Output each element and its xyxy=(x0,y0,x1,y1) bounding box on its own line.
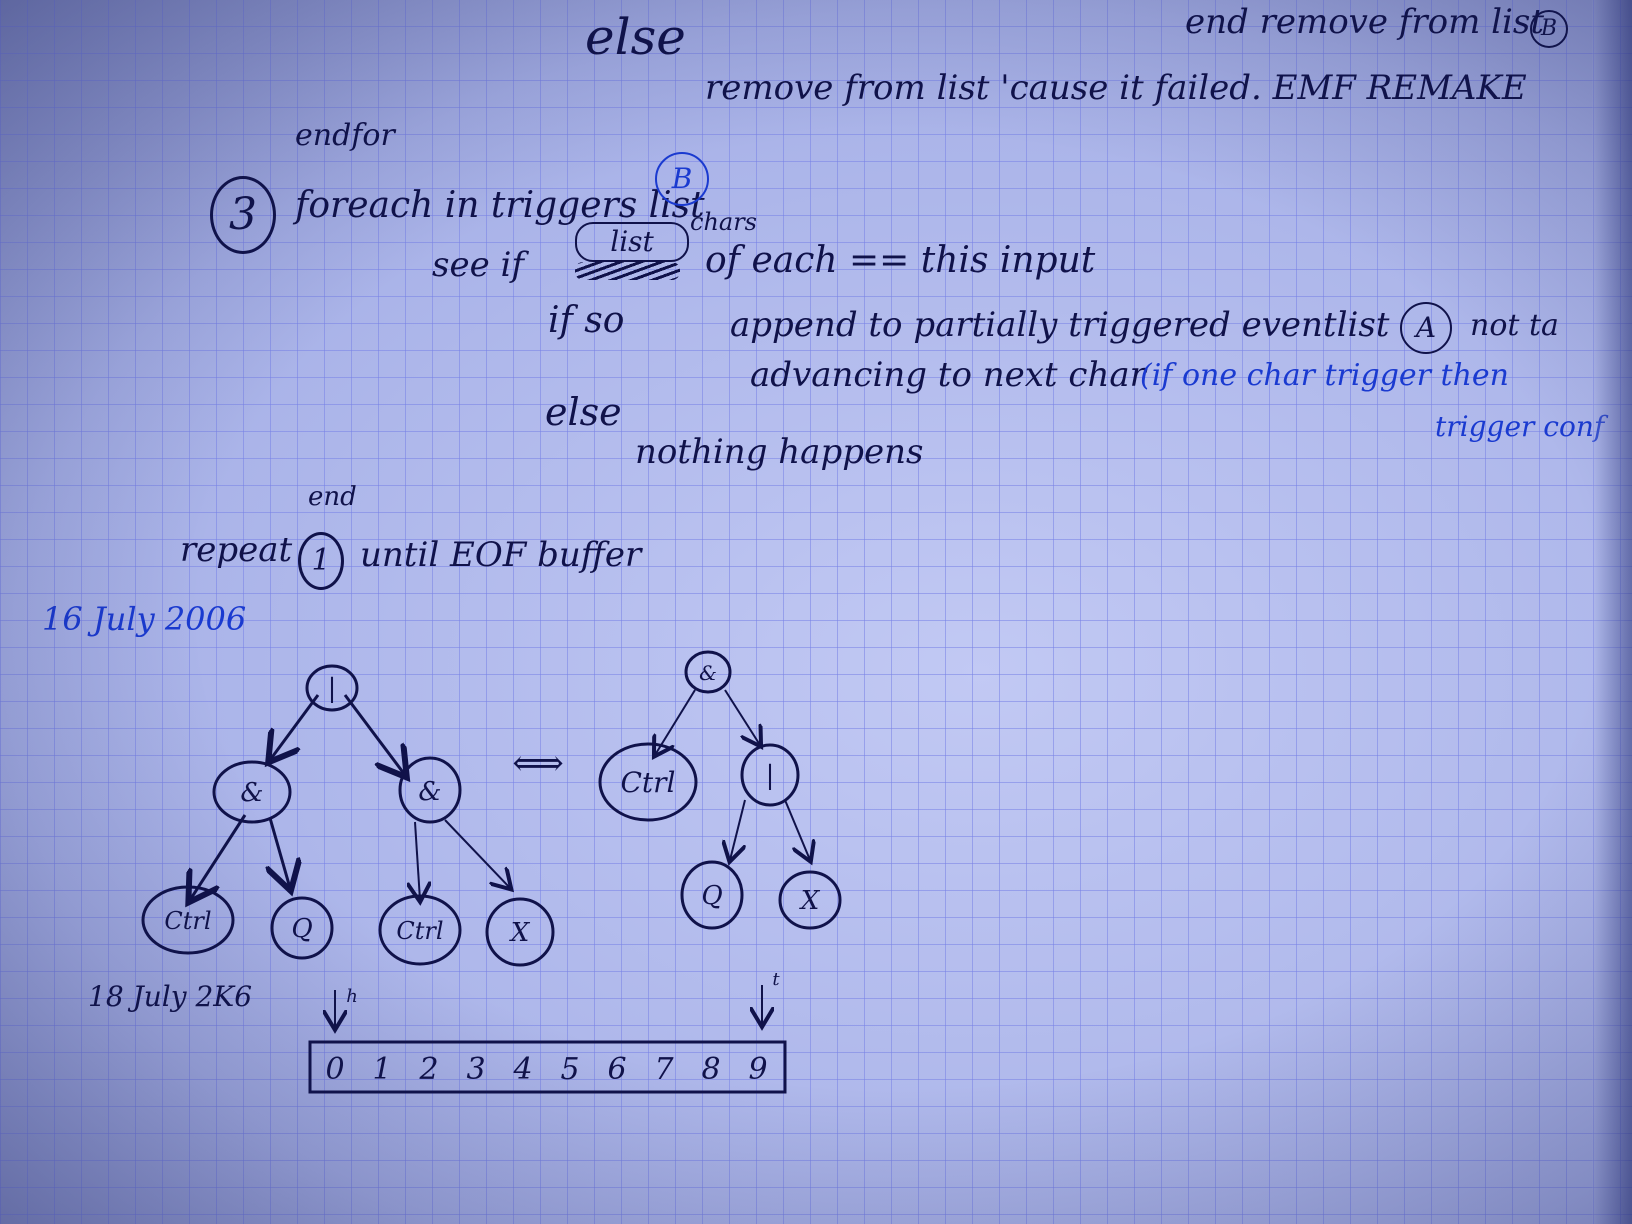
note-nothing-line: nothing happens xyxy=(635,432,924,472)
node-l-lr xyxy=(270,896,334,960)
label-r-root: & xyxy=(699,661,717,685)
node-r-root xyxy=(684,650,732,694)
buffer-cell-3: 3 xyxy=(466,1052,485,1087)
edge-r-right-x xyxy=(784,799,810,860)
page-edge-shadow xyxy=(1592,0,1632,1224)
note-remove-line: remove from list 'cause it failed. EMF R… xyxy=(705,68,1527,108)
note-if-so: if so xyxy=(548,300,625,341)
edge-root-right xyxy=(343,694,405,775)
equivalence-symbol: ⟺ xyxy=(512,743,564,784)
note-of-each-line: of each == this input xyxy=(705,240,1096,281)
buffer-cell-4: 4 xyxy=(512,1052,532,1087)
buffer-cell-6: 6 xyxy=(607,1052,626,1087)
note-list-word: list xyxy=(575,222,689,262)
node-l-rr xyxy=(485,897,555,967)
label-l-rl: Ctrl xyxy=(396,917,443,945)
edge-r-right-q xyxy=(730,799,745,860)
buffer-cell-5: 5 xyxy=(560,1052,579,1087)
edge-left-ll xyxy=(190,814,247,900)
label-r-rr: X xyxy=(799,886,821,916)
node-l-ll xyxy=(141,885,235,955)
note-repeat: repeat xyxy=(180,530,293,570)
label-l-right: & xyxy=(418,777,441,807)
label-r-right: | xyxy=(766,761,775,791)
note-end: end xyxy=(308,482,357,512)
step-1-circle: 1 xyxy=(298,532,344,590)
date-1: 16 July 2006 xyxy=(42,600,247,638)
date-2: 18 July 2K6 xyxy=(88,980,253,1013)
scribble-strikeout xyxy=(575,262,680,280)
buffer-box xyxy=(308,1040,787,1094)
label-l-root: | xyxy=(328,674,337,704)
circle-b-mark: B xyxy=(655,152,709,206)
buffer-cell-8: 8 xyxy=(701,1052,720,1087)
note-else-1: else xyxy=(585,8,686,66)
note-not-text: not ta xyxy=(1470,308,1559,343)
note-advancing-line: advancing to next char xyxy=(750,355,1146,395)
node-r-rl xyxy=(680,860,744,930)
note-else-2: else xyxy=(545,390,622,434)
note-chars-word: chars xyxy=(690,208,757,236)
note-endfor: endfor xyxy=(295,118,395,153)
node-r-left xyxy=(598,742,698,822)
buffer-cell-2: 2 xyxy=(418,1052,438,1087)
label-r-rl: Q xyxy=(701,881,722,911)
label-l-left: & xyxy=(240,778,263,808)
head-label: h xyxy=(346,986,358,1007)
node-r-right xyxy=(740,743,800,807)
node-l-rl xyxy=(378,894,462,966)
edge-r-root-right xyxy=(724,689,760,745)
note-blue-1: (if one char trigger then xyxy=(1140,358,1509,393)
node-l-left xyxy=(212,760,292,824)
note-see-if: see if xyxy=(432,245,524,285)
buffer-cell-7: 7 xyxy=(654,1052,674,1087)
note-top-right: end remove from list xyxy=(1185,2,1545,42)
label-l-lr: Q xyxy=(291,914,312,944)
edge-right-rl xyxy=(415,821,420,900)
note-until-line: until EOF buffer xyxy=(360,535,642,575)
edge-left-lr xyxy=(270,817,290,888)
note-append-line: append to partially triggered eventlist xyxy=(730,305,1390,345)
buffer-cell-1: 1 xyxy=(372,1052,391,1087)
label-l-rr: X xyxy=(509,918,531,948)
note-foreach-line: foreach in triggers list xyxy=(295,185,705,226)
note-blue-2: trigger conf xyxy=(1435,410,1605,443)
label-r-left: Ctrl xyxy=(620,766,675,799)
node-r-rr xyxy=(778,870,842,930)
buffer-cell-0: 0 xyxy=(325,1052,344,1087)
label-l-ll: Ctrl xyxy=(164,907,211,935)
node-l-root xyxy=(305,664,359,712)
edge-right-rr xyxy=(444,819,510,888)
edge-root-left xyxy=(270,694,320,760)
buffer-cell-9: 9 xyxy=(748,1052,767,1087)
step-3-circle: 3 xyxy=(210,176,276,254)
node-l-right xyxy=(398,756,462,824)
tail-label: t xyxy=(772,969,780,990)
note-top-right-mark: B xyxy=(1530,10,1568,48)
circle-a-mark: A xyxy=(1400,302,1452,354)
